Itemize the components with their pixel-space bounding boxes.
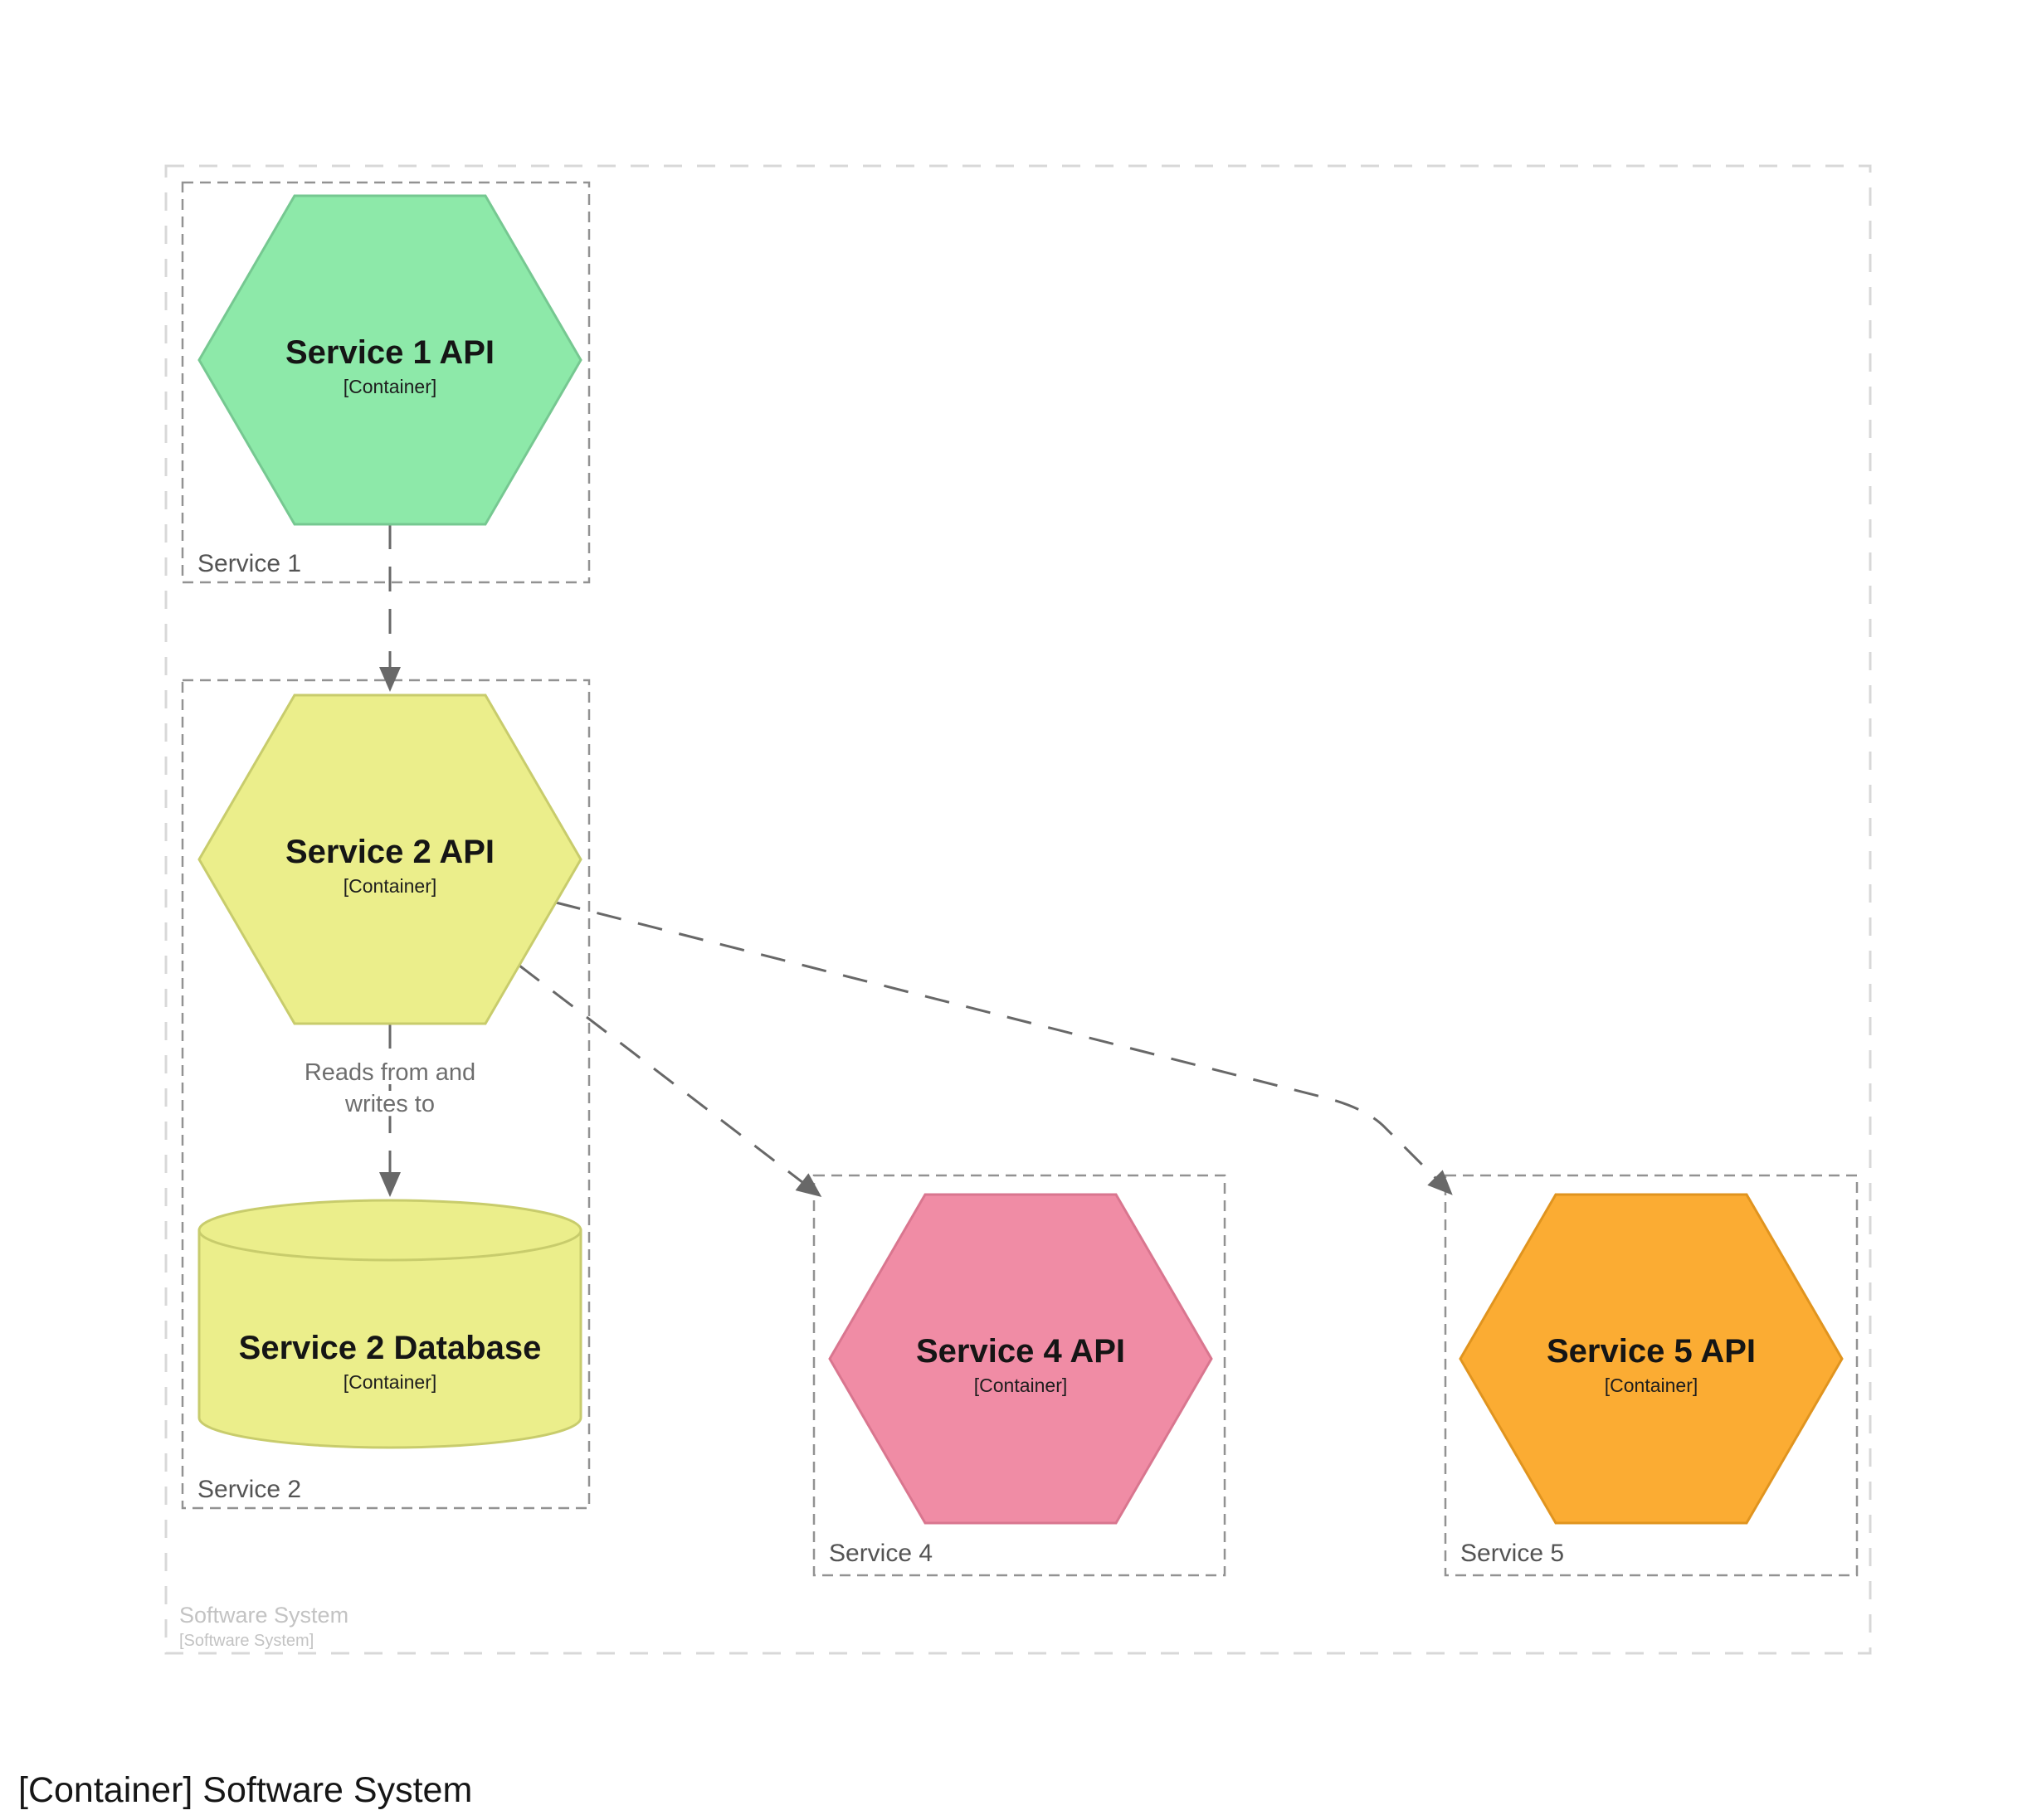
service2-api-title: Service 2 API xyxy=(285,834,495,870)
service2-api-meta: [Container] xyxy=(344,875,437,897)
service4-api-title: Service 4 API xyxy=(916,1333,1125,1370)
service2-group-box xyxy=(181,679,591,1510)
relationship-service2-to-service4[interactable] xyxy=(519,964,822,1197)
service4-api-meta: [Container] xyxy=(974,1375,1068,1396)
diagram-caption: [Container] Software System xyxy=(18,1770,472,1810)
service5-api-title: Service 5 API xyxy=(1547,1333,1756,1370)
software-system-boundary-subtitle: [Software System] xyxy=(179,1632,314,1650)
relationship-label-line1: Reads from and xyxy=(305,1059,475,1086)
relationship-label-line2: writes to xyxy=(344,1091,435,1117)
service2-group-label: Service 2 xyxy=(197,1476,301,1503)
service4-group-box xyxy=(812,1174,1226,1577)
service1-api-meta: [Container] xyxy=(344,376,437,397)
service2-database-meta: [Container] xyxy=(344,1371,437,1393)
relationship-service2-to-service5[interactable] xyxy=(555,901,1453,1195)
service1-group-label: Service 1 xyxy=(197,550,301,577)
service2-database-title: Service 2 Database xyxy=(239,1330,542,1366)
software-system-boundary-title: Software System xyxy=(179,1603,348,1628)
database-top-ellipse[interactable] xyxy=(197,1199,582,1262)
service1-api-hexagon[interactable] xyxy=(197,194,582,526)
service5-api-hexagon[interactable] xyxy=(1459,1193,1844,1525)
service5-group-box xyxy=(1444,1174,1859,1577)
service5-group-label: Service 5 xyxy=(1460,1540,1564,1567)
service2-api-hexagon[interactable] xyxy=(197,693,582,1025)
service5-api-meta: [Container] xyxy=(1605,1375,1698,1396)
service4-group-label: Service 4 xyxy=(829,1540,933,1567)
database-body[interactable] xyxy=(197,1229,582,1449)
service4-api-hexagon[interactable] xyxy=(828,1193,1213,1525)
service1-group-box xyxy=(181,181,591,584)
service1-api-title: Service 1 API xyxy=(285,334,495,371)
service2-database-cylinder[interactable] xyxy=(197,1199,582,1449)
